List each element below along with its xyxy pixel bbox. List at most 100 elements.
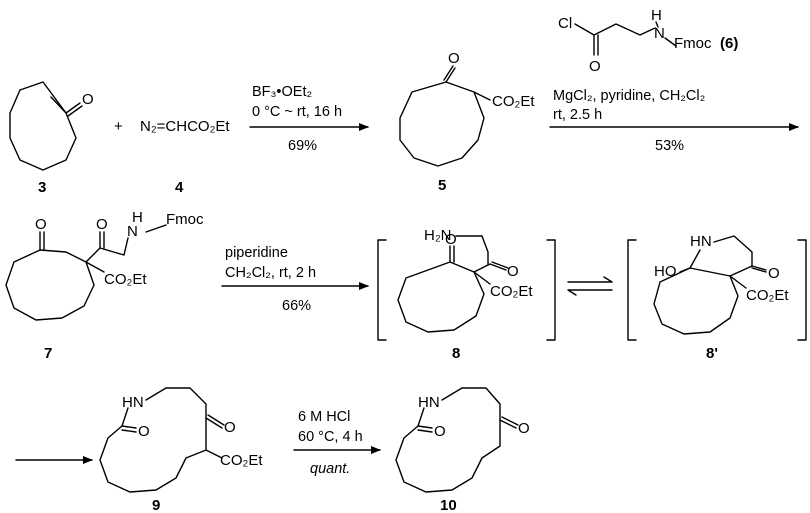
ester-bond [473,271,491,285]
n-label: N [654,25,665,42]
compound-tag-6: (6) [720,35,738,52]
ring [653,267,739,335]
compound-4: + N₂=CHCO₂Et 4 [114,118,230,196]
ho-label: HO [654,263,677,280]
compound-number-8: 8 [452,345,460,362]
compound-number-3: 3 [38,179,46,196]
plus-sign: + [114,118,123,135]
step3-conditions: CH₂Cl₂, rt, 2 h [225,265,316,281]
oxygen-label-1: O [445,231,457,248]
n-label: N [127,223,138,240]
step2-yield: 53% [655,138,684,154]
step3-yield: 66% [282,298,311,314]
lactam-chain [441,387,501,421]
fmoc-label: Fmoc [166,211,204,228]
oxygen-label: O [82,91,94,108]
hn-label: HN [418,394,440,411]
acyl-bond [473,261,509,273]
compound-number-4: 4 [175,179,184,196]
step4-conditions: 60 °C, 4 h [298,429,363,445]
step4-reagent: 6 M HCl [298,409,350,425]
amine-label: H₂N [424,227,452,244]
oxygen-label-2: O [224,419,236,436]
ring [399,81,485,167]
ester-bond [205,449,223,459]
right-bracket [546,239,556,341]
ketone-bond [39,231,45,251]
ester-bond [85,261,105,273]
ester-bond [729,275,747,289]
ketone-bond [751,265,767,273]
fmoc-label: Fmoc [674,35,712,52]
amide-carbonyl-bond [121,425,137,433]
macrocycle-ring [395,407,501,493]
compound-number-10: 10 [440,497,457,513]
ketone-bond [449,245,455,263]
ester-label: CO₂Et [104,271,147,288]
step4-yield: quant. [310,461,350,477]
left-bracket [377,239,387,341]
equilibrium-arrows [567,276,613,296]
oxygen-label: O [768,265,780,282]
oxygen-label-2: O [518,420,530,437]
left-bracket [627,239,637,341]
ring-fusion-bond [729,265,753,277]
reaction-step-1: BF₃•OEt₂ 0 °C ~ rt, 16 h 69% [249,84,369,154]
chlorine-label: Cl [558,15,572,32]
reaction-step-4: 6 M HCl 60 °C, 4 h quant. [293,409,381,477]
ester-label: CO₂Et [492,93,535,110]
hn-label: HN [690,233,712,250]
compound-8-prime: HN HO O CO₂Et 8' [627,233,807,362]
chain [99,237,129,256]
compound-number-9: 9 [152,497,160,513]
ester-bond [473,91,491,101]
oxygen-label: O [448,50,460,67]
reaction-step-2: MgCl₂, pyridine, CH₂Cl₂ rt, 2.5 h 53% [549,88,799,154]
compound-9: HN O O CO₂Et 9 [99,387,263,513]
h-label: H [132,209,143,226]
lactam-chain [145,387,207,419]
step3-reagent: piperidine [225,245,288,261]
compound-10: HN O O 10 [395,387,530,513]
right-bracket [797,239,807,341]
compound-7: O O N H Fmoc CO₂Et 7 [5,209,204,362]
oxygen-label-1: O [434,423,446,440]
oxygen-label-2: O [507,263,519,280]
step2-conditions: rt, 2.5 h [553,107,602,123]
amide-carbonyl-bond [417,425,433,433]
step2-reagent: MgCl₂, pyridine, CH₂Cl₂ [553,88,705,104]
ketone-bond [499,416,519,429]
reverse-harpoon [567,289,613,296]
macrocycle-ring [99,407,207,493]
compound-6: Cl O H N Fmoc (6) [558,7,738,75]
ring [5,249,95,321]
oxygen-label: O [589,58,601,75]
compound-5: O CO₂Et 5 [399,50,535,194]
compound-8: H₂N O O CO₂Et 8 [377,227,556,362]
carbonyl-bond [593,34,599,56]
ester-label: CO₂Et [220,452,263,469]
h-label: H [651,7,662,24]
forward-harpoon [567,276,613,283]
ring-bond [19,81,67,114]
diazo-formula: N₂=CHCO₂Et [140,118,230,135]
n-fmoc-bond [664,37,677,47]
oxygen-label-1: O [35,216,47,233]
acyl-chain [574,23,656,36]
carbonyl-bond [65,102,83,117]
acyl-bond [85,231,105,263]
ketone-bond [205,414,225,429]
ester-label: CO₂Et [490,283,533,300]
reaction-step-3: piperidine CH₂Cl₂, rt, 2 h 66% [221,245,369,314]
compound-3: O 3 [9,81,94,196]
step1-yield: 69% [288,138,317,154]
step1-conditions: 0 °C ~ rt, 16 h [252,104,342,120]
compound-number-5: 5 [438,177,446,194]
compound-number-8-prime: 8' [706,345,718,362]
compound-number-7: 7 [44,345,52,362]
lactam-chain [713,235,753,267]
step1-reagent: BF₃•OEt₂ [252,84,312,100]
carbonyl-bond [443,65,456,83]
